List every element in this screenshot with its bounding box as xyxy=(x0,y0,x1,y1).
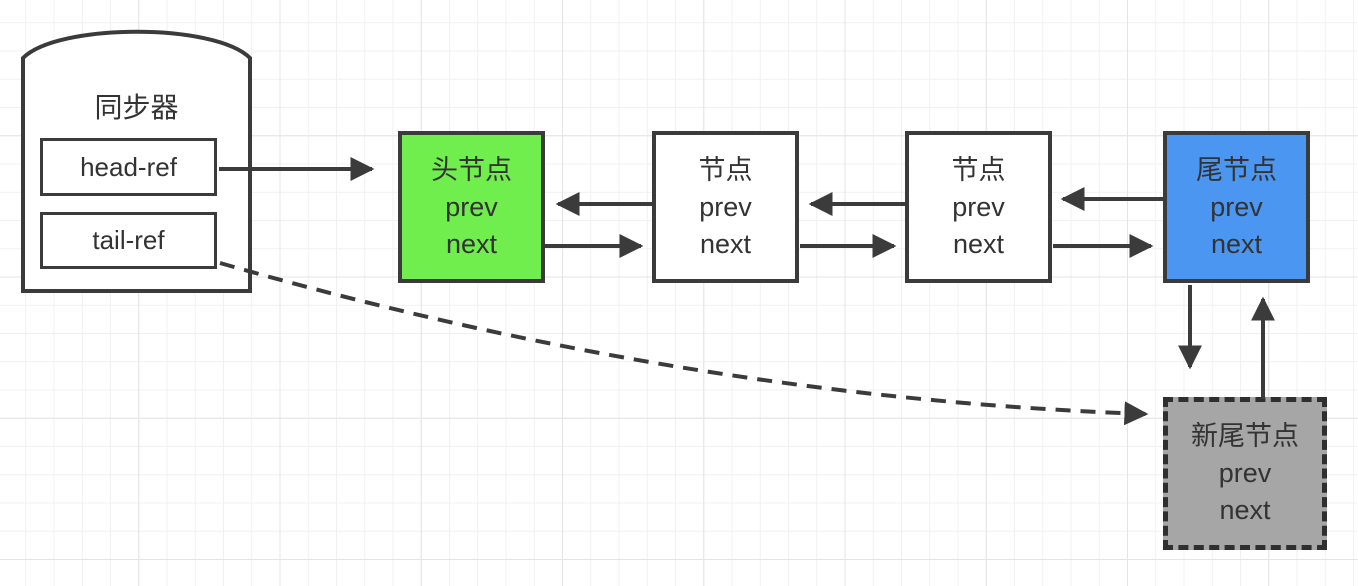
tail-node-prev-field: prev xyxy=(1210,191,1263,222)
head-node-next-field: next xyxy=(445,228,498,259)
middle-node-1-box: 节点 prev next xyxy=(652,131,799,283)
tail-ref-label: tail-ref xyxy=(92,225,165,255)
tail-node-box: 尾节点 prev next xyxy=(1163,131,1310,283)
head-node-prev-field: prev xyxy=(445,191,498,222)
middle-node-1-title: 节点 xyxy=(698,154,753,185)
head-ref-box: head-ref xyxy=(40,138,217,196)
middle-node-1-prev-field: prev xyxy=(699,191,752,222)
new-tail-node-prev-field: prev xyxy=(1218,458,1272,488)
middle-node-2-next-field: next xyxy=(952,228,1005,259)
middle-node-2-title: 节点 xyxy=(951,154,1006,185)
head-node-box: 头节点 prev next xyxy=(398,131,545,283)
head-ref-label: head-ref xyxy=(80,151,177,182)
tail-ref-box: tail-ref xyxy=(40,212,217,269)
tail-node-title: 尾节点 xyxy=(1196,154,1277,185)
new-tail-node-box: 新尾节点 prev next xyxy=(1163,397,1327,550)
tail-node-next-field: next xyxy=(1210,228,1263,259)
new-tail-node-title: 新尾节点 xyxy=(1191,421,1299,451)
head-node-title: 头节点 xyxy=(431,154,512,185)
synchronizer-label: 同步器 xyxy=(94,92,179,123)
middle-node-2-prev-field: prev xyxy=(952,191,1005,222)
new-tail-node-next-field: next xyxy=(1219,495,1271,525)
middle-node-2-box: 节点 prev next xyxy=(905,131,1052,283)
middle-node-1-next-field: next xyxy=(699,228,752,259)
